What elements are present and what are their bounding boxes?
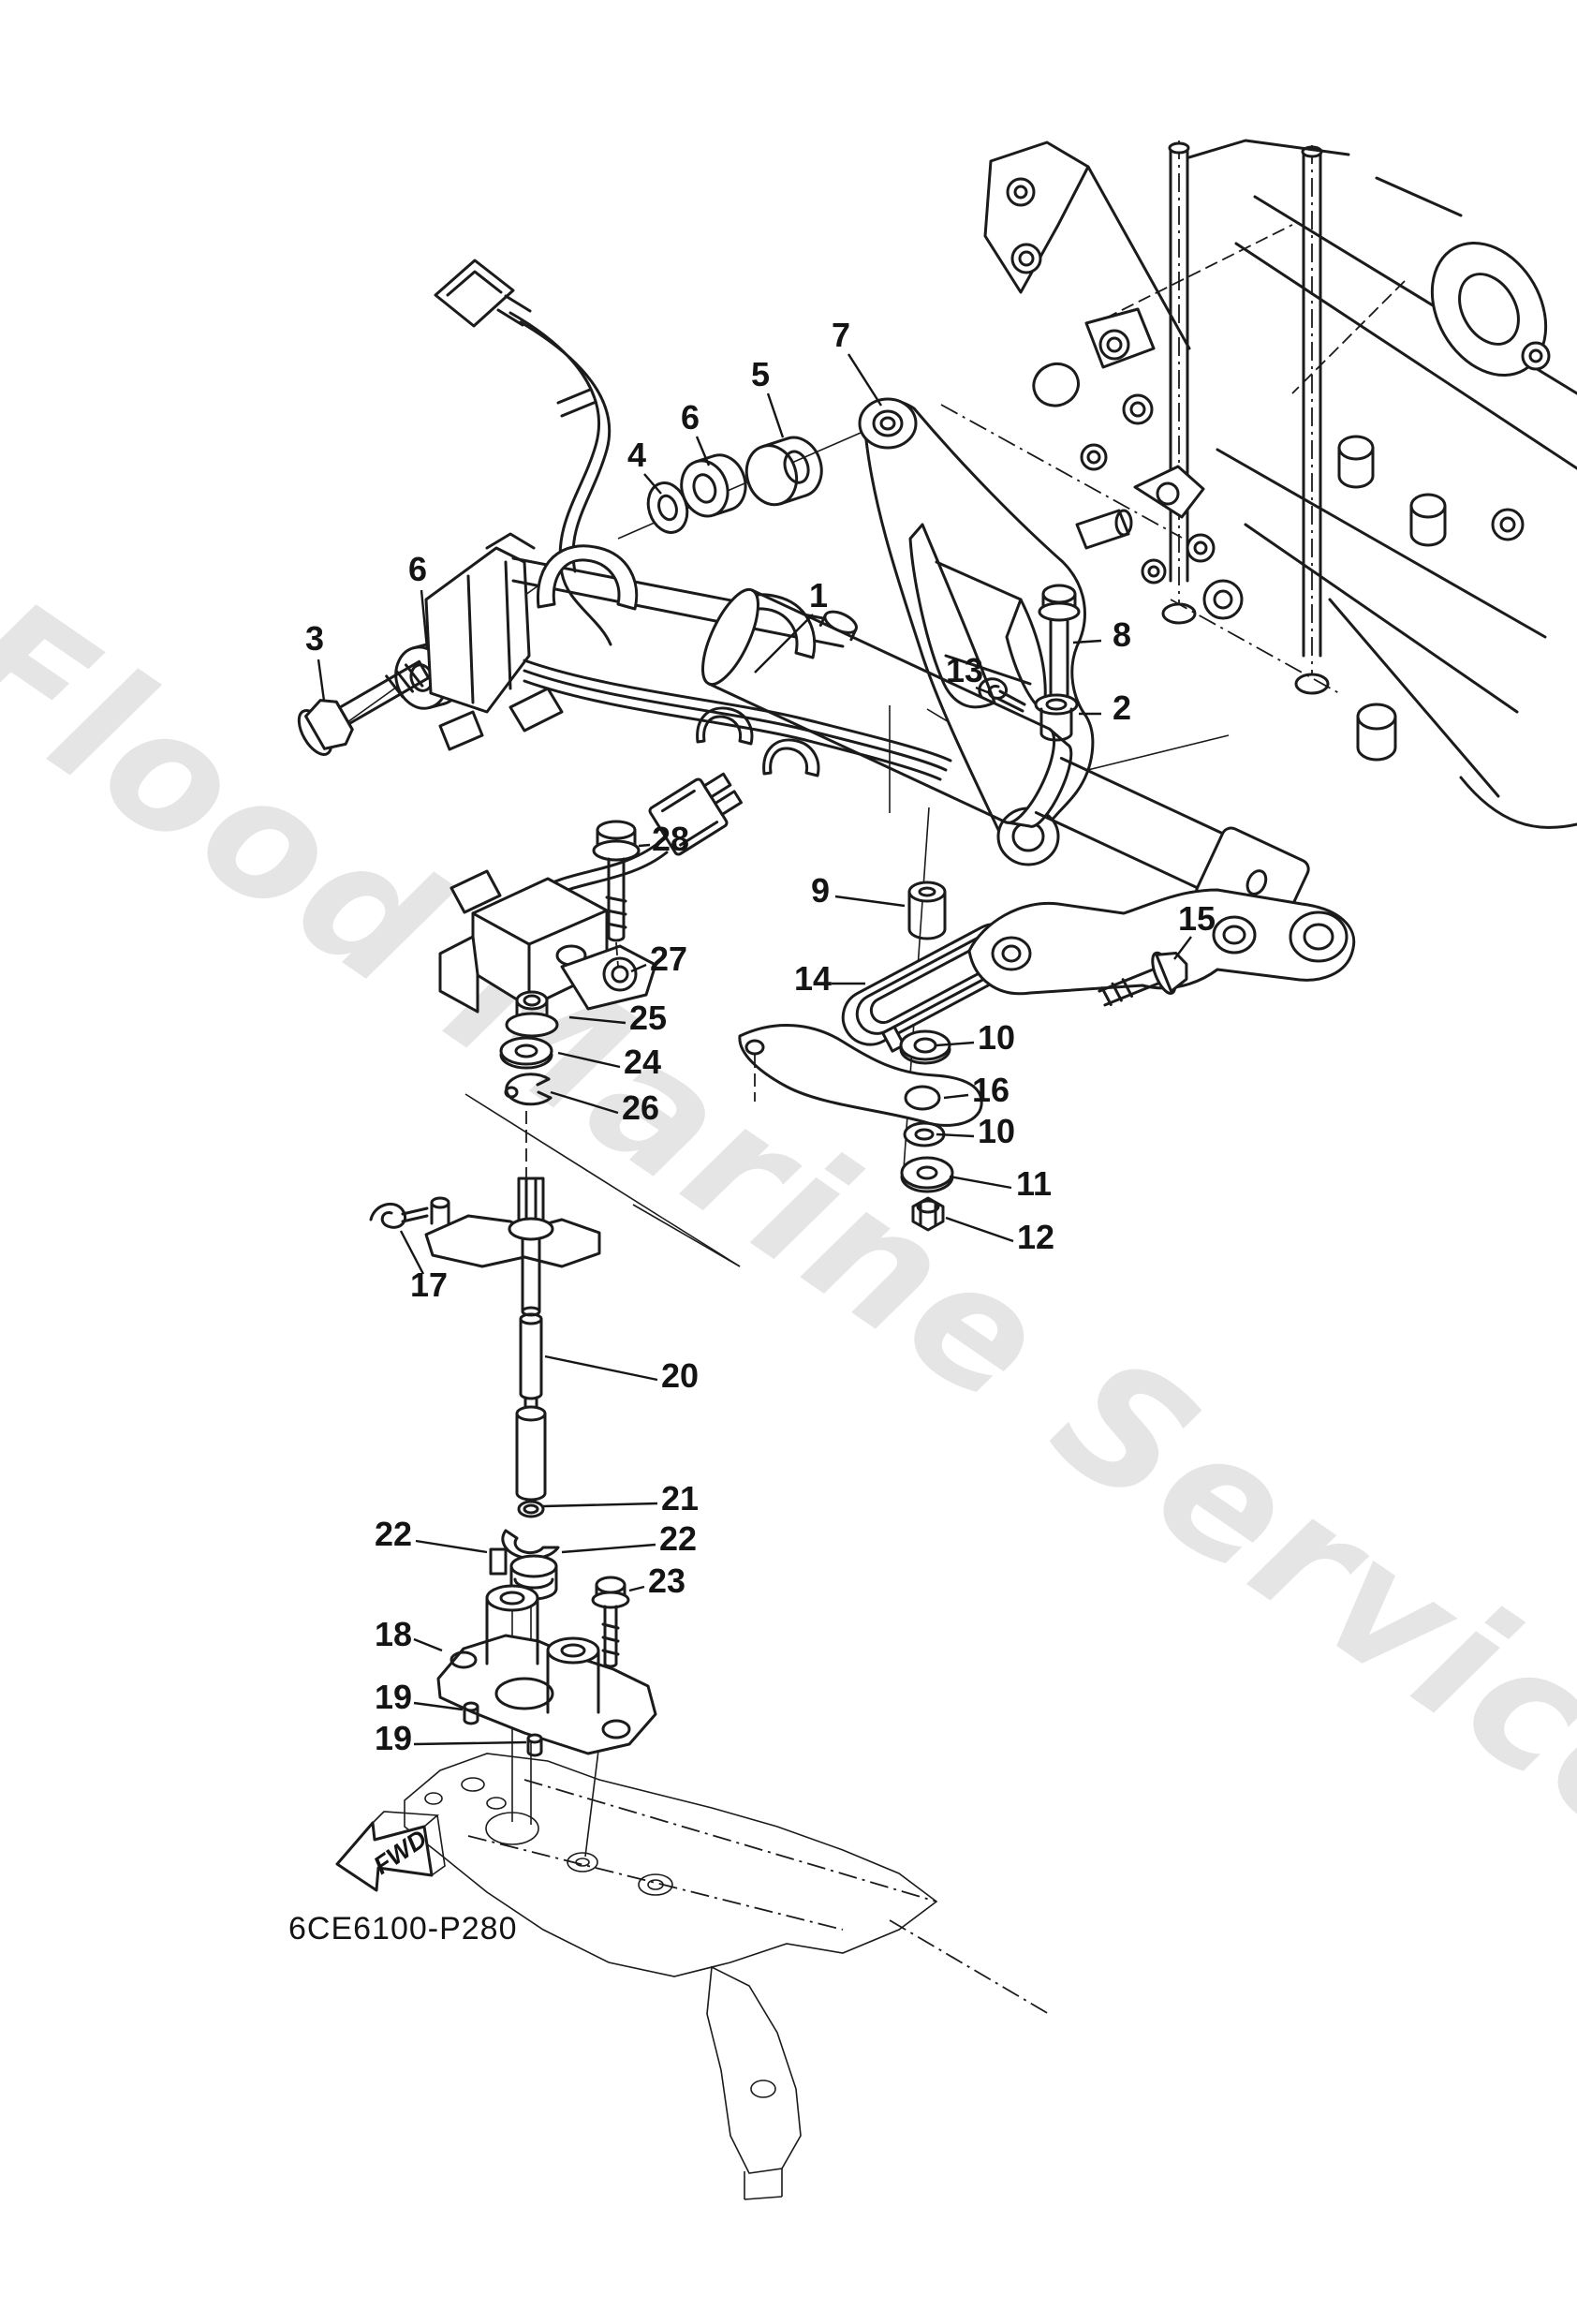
sleeve-5 [744,436,823,507]
clip-13 [978,677,1026,713]
bolt-15 [1098,951,1188,1007]
leader-line-15 [1173,936,1192,960]
leader-line-16 [943,1093,969,1100]
leader-line-19 [413,1740,527,1746]
callout-label-22: 22 [375,1515,412,1553]
leader-line-22 [561,1543,656,1554]
leader-line-27 [630,963,647,973]
mount-platform [404,1753,1050,2200]
damper-9 [907,881,947,940]
callout-label-18: 18 [375,1615,412,1653]
hook-bracket-16 [738,1024,983,1127]
callout-label-26: 26 [622,1088,659,1127]
callout-label-27: 27 [650,940,687,978]
fwd-arrow-icon: FWD [335,1811,446,1892]
callout-label-17: 17 [410,1266,448,1304]
leader-line-4 [643,473,662,495]
leader-line-12 [945,1216,1014,1243]
callout-label-1: 1 [809,576,828,614]
leader-line-7 [847,353,883,407]
leader-line-1 [754,614,814,674]
bolt-23 [591,1576,630,1668]
leader-line-6 [695,436,711,466]
callout-label-10: 10 [978,1112,1015,1150]
bushing-2 [1034,693,1079,742]
callout-label-25: 25 [629,999,667,1037]
bushing-25 [505,990,559,1038]
leader-line-10 [936,1132,975,1138]
callout-label-6: 6 [681,398,700,437]
leader-line-21 [542,1502,658,1508]
callout-layer: 7564631138228272524269141510161011121720… [305,316,1216,1757]
callout-label-2: 2 [1113,688,1131,727]
callout-label-8: 8 [1113,615,1131,654]
pin-19-upper [463,1701,479,1725]
callout-label-16: 16 [972,1071,1010,1109]
leader-line-18 [413,1637,443,1652]
callout-label-24: 24 [624,1043,661,1081]
leader-line-8 [1072,639,1102,644]
washer-11 [900,1156,954,1193]
callout-label-11: 11 [1016,1164,1052,1203]
leader-line-5 [766,392,785,438]
leader-line-20 [544,1354,658,1382]
callout-label-13: 13 [946,651,983,689]
callout-label-7: 7 [832,316,850,354]
leader-line-9 [834,895,906,908]
shift-arm [424,1177,601,1268]
trim-sensor-body [438,869,657,1014]
clip-17 [369,1202,429,1229]
main-harness [434,259,612,646]
mount-arm [967,888,1356,996]
pin-19-lower [526,1733,543,1757]
leader-line-25 [568,1015,626,1025]
callout-label-21: 21 [661,1479,699,1517]
leader-line-23 [628,1585,645,1592]
bolt-28 [592,820,641,968]
nut-12 [911,1196,945,1232]
callout-label-3: 3 [305,619,324,658]
clip-26 [504,1073,553,1106]
shift-rod-20 [515,1236,547,1502]
callout-label-14: 14 [794,959,832,998]
leader-line-6 [420,589,429,649]
leader-line-13 [975,686,991,695]
callout-label-20: 20 [661,1356,699,1395]
leader-line-19 [413,1701,464,1711]
callout-label-15: 15 [1178,899,1216,938]
callout-label-4: 4 [627,436,646,474]
leader-line-3 [317,659,326,702]
leader-line-17 [399,1230,425,1275]
callout-label-23: 23 [648,1562,685,1600]
callout-label-5: 5 [751,355,770,393]
washer-10-upper [899,1029,951,1065]
callout-label-6: 6 [408,550,427,588]
washer-24 [499,1036,553,1070]
callout-label-19: 19 [375,1719,412,1757]
callout-label-22: 22 [659,1519,697,1558]
callout-label-12: 12 [1017,1218,1054,1256]
leader-line-28 [638,843,651,848]
callout-label-19: 19 [375,1678,412,1716]
callout-label-28: 28 [652,820,689,858]
diagram-code: 6CE6100-P280 [288,1911,518,1947]
bracket-18 [436,1584,657,1755]
engine-block-outline [983,139,1577,829]
callout-label-10: 10 [978,1018,1015,1057]
oring-21 [517,1500,545,1518]
leader-line-10 [936,1041,975,1047]
steering-actuator-1 [424,532,1310,935]
bolt-3 [297,659,431,756]
leader-line-24 [557,1051,621,1069]
leader-line-26 [550,1090,619,1115]
grommet-6-upper [680,453,747,518]
joint-22 [489,1529,560,1601]
leader-line-11 [949,1175,1012,1190]
leader-line-22 [415,1539,488,1554]
sensor-connector [648,772,743,856]
callout-label-9: 9 [811,871,830,910]
